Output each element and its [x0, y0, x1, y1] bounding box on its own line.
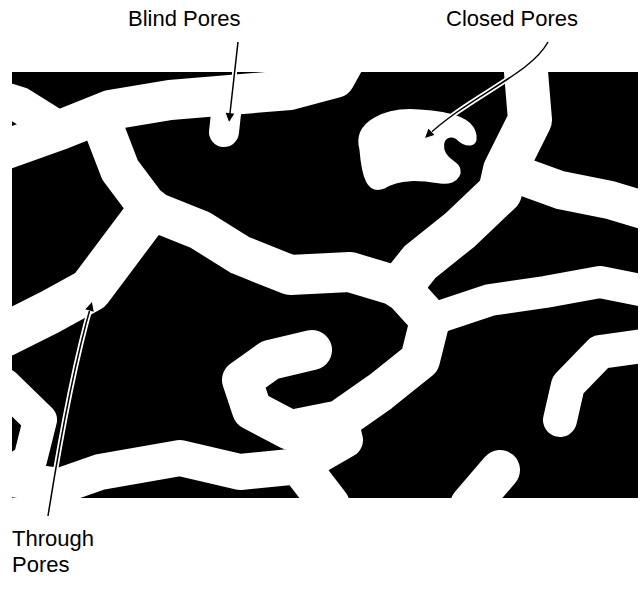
- leader-line: [48, 302, 92, 516]
- pore-channel: [4, 385, 40, 478]
- pore-channel: [470, 470, 500, 505]
- leader-halo: [229, 42, 238, 122]
- leader-halo: [425, 42, 548, 138]
- leader-line: [229, 42, 238, 122]
- pore-label: Blind Pores: [128, 6, 241, 32]
- blind-pore: [224, 95, 228, 132]
- leader-halos: [48, 42, 548, 516]
- pore-label: Closed Pores: [446, 6, 578, 32]
- pore-label: Through Pores: [12, 526, 122, 578]
- open-pores: [4, 60, 642, 505]
- leader-lines: [48, 42, 548, 516]
- pore-channel: [505, 170, 642, 212]
- pore-channel: [560, 345, 642, 420]
- closed-pore: [357, 108, 478, 192]
- through-pore: [4, 210, 150, 335]
- leader-line: [425, 42, 548, 138]
- pore-channel: [4, 60, 345, 150]
- leader-halo: [48, 302, 92, 516]
- pore-channel: [4, 100, 60, 130]
- pore-channel: [300, 466, 330, 505]
- pore-channel: [430, 282, 642, 320]
